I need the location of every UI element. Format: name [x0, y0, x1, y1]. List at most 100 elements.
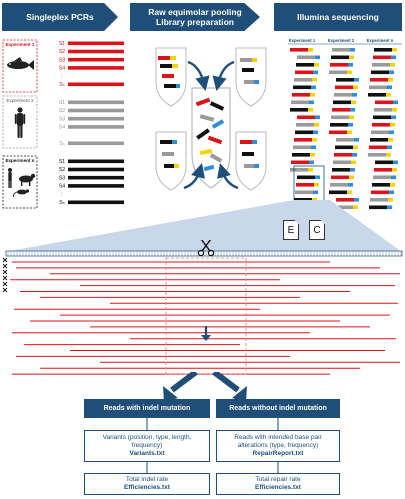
- seq-read-tag: [390, 183, 395, 187]
- seq-read: [292, 93, 310, 97]
- box-repair-rate: Total repair rate Efficiencies.txt: [216, 473, 340, 495]
- seq-read: [370, 78, 388, 82]
- seq-read: [374, 168, 392, 172]
- seq-read: [329, 130, 347, 135]
- header-singleplex: Singleplex PCRs: [2, 3, 118, 31]
- sample-label: ⋮: [59, 74, 64, 80]
- seq-read: [330, 123, 348, 127]
- reads-alignment: [2, 240, 403, 375]
- seq-read: [296, 63, 314, 67]
- seq-read-tag: [349, 55, 354, 60]
- seq-read-tag: [391, 115, 396, 120]
- mismatch-marks: [2, 257, 8, 293]
- seq-read-tag: [389, 70, 394, 75]
- box-with-indel-text: Reads with indel mutation: [103, 405, 191, 412]
- sample-label: Sₙ: [59, 82, 65, 88]
- seq-read: [295, 130, 313, 135]
- seq-read: [332, 48, 350, 52]
- sample-label: S2: [59, 49, 65, 55]
- seq-read-tag: [353, 85, 358, 90]
- seq-read-tag: [308, 48, 313, 52]
- seq-read: [296, 183, 314, 187]
- seq-read-tag: [351, 100, 356, 105]
- seq-read: [372, 183, 390, 187]
- file-icon-e-letter: E: [287, 224, 295, 236]
- seq-read-tag: [392, 168, 397, 172]
- seq-read-tag: [347, 130, 352, 135]
- seq-read-tag: [348, 63, 353, 67]
- sample-amplicon: [68, 49, 124, 54]
- seq-read: [290, 48, 308, 52]
- seq-read-tag: [315, 115, 320, 120]
- animals-icon: [8, 168, 36, 198]
- seq-read-tag: [354, 198, 359, 202]
- seq-read-tag: [347, 70, 352, 75]
- seq-read: [336, 198, 354, 202]
- seq-read: [329, 190, 347, 195]
- zoom-funnel-shape: [4, 200, 402, 252]
- sequencing-reads: Experiment 1 Experiment 2 Experiment n: [288, 38, 402, 210]
- seq-read-tag: [313, 130, 318, 135]
- seq-read: [372, 123, 390, 127]
- box-indel-rate: Total indel rate Efficiencies.txt: [84, 473, 210, 495]
- sample-label: S1: [59, 41, 65, 47]
- sample-amplicon: [68, 57, 124, 62]
- cut-site-window: [165, 257, 247, 375]
- seq-read-tag: [391, 175, 396, 180]
- seq-read-tag: [309, 100, 314, 105]
- seq-read: [295, 190, 313, 195]
- seq-read: [292, 153, 310, 157]
- seq-read-tag: [352, 93, 357, 97]
- sample-label: S1: [59, 100, 65, 106]
- sample-amplicon: [68, 200, 124, 205]
- tube-top-right: [235, 47, 267, 107]
- seq-read: [331, 115, 349, 120]
- seq-read-tag: [311, 85, 316, 90]
- seq-read: [374, 108, 392, 112]
- seq-read: [375, 100, 393, 105]
- sample-amplicon: [68, 82, 124, 87]
- seq-read-tag: [347, 190, 352, 195]
- seq-col-1-label: Experiment 1: [289, 38, 316, 43]
- box-repair-file: RepairReport.txt: [252, 450, 304, 457]
- sample-amplicon: [68, 167, 124, 172]
- seq-col-n-label: Experiment n: [367, 38, 394, 43]
- seq-read: [371, 190, 389, 195]
- seq-read: [297, 55, 315, 60]
- sample-label: ⋮: [59, 133, 64, 139]
- mismatch-mark: [2, 281, 8, 287]
- box-repair-rate-label: Total repair rate: [255, 476, 301, 483]
- seq-read-tag: [387, 145, 392, 150]
- seq-read-tag: [388, 78, 393, 82]
- header-illumina-text: Illumina sequencing: [297, 12, 379, 22]
- sample-amplicon: [68, 125, 124, 129]
- box-repair: Reads with intended base pair alteration…: [216, 430, 340, 462]
- seq-read-tag: [354, 78, 359, 82]
- sample-label: S3: [59, 57, 65, 63]
- tube-central-pool: [191, 87, 231, 189]
- seq-read: [375, 160, 393, 165]
- seq-read-tag: [350, 48, 355, 52]
- seq-read-tag: [309, 160, 314, 165]
- seq-read-tag: [308, 108, 313, 112]
- seq-read-tag: [391, 55, 396, 60]
- seq-read: [334, 93, 352, 97]
- sample-label: S2: [59, 167, 65, 173]
- sample-amplicon: [68, 184, 124, 188]
- sample-label: ⋮: [59, 192, 64, 198]
- seq-read-tag: [354, 138, 359, 142]
- header-pooling-line2: Library preparation: [156, 17, 234, 27]
- seq-read-tag: [350, 168, 355, 172]
- seq-read: [334, 153, 352, 157]
- box-indel-rate-file: Efficiencies.txt: [124, 484, 170, 491]
- seq-read: [336, 138, 354, 142]
- seq-read: [293, 85, 311, 90]
- seq-read: [294, 78, 312, 82]
- sample-label: S1: [59, 159, 65, 165]
- box-without-indel-text: Reads without indel mutation: [229, 405, 327, 412]
- seq-read-tag: [388, 138, 393, 142]
- box-connectors: [146, 418, 279, 473]
- arrow-br: [217, 163, 239, 190]
- seq-read-tag: [389, 130, 394, 135]
